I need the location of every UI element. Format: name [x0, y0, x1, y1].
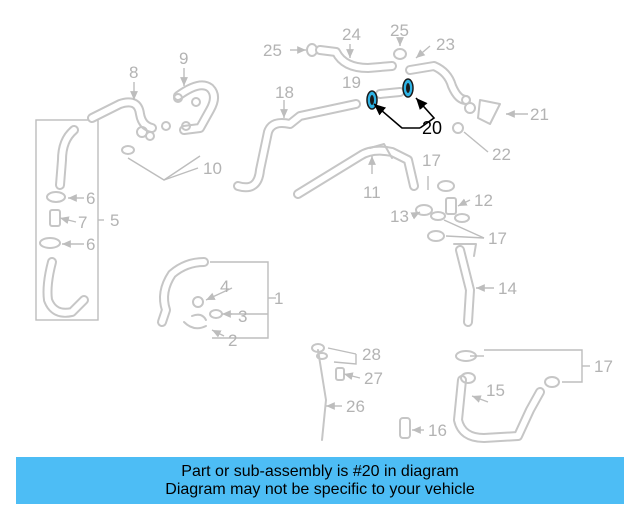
- hose-8: [87, 97, 157, 155]
- callout-27: 27: [364, 369, 383, 388]
- callout-21: 21: [530, 105, 549, 124]
- callout-26: 26: [346, 397, 365, 416]
- sensor-16: [399, 417, 411, 439]
- callout-22: 22: [492, 145, 511, 164]
- callout-9: 9: [179, 49, 188, 68]
- callout-7: 7: [78, 213, 87, 232]
- callout-8: 8: [129, 63, 138, 82]
- callout-23: 23: [436, 35, 455, 54]
- callout-4: 4: [220, 277, 229, 296]
- callout-17c: 17: [594, 357, 613, 376]
- callout-20-leader: [373, 97, 436, 129]
- callout-24: 24: [342, 25, 361, 44]
- callout-11: 11: [363, 183, 381, 202]
- callout-18: 18: [275, 83, 294, 102]
- callout-25b: 25: [390, 21, 409, 40]
- hose-group-1: [157, 257, 223, 330]
- parts-diagram: 1 2 3 4 5 6 7 6 8 9 10 18 25 24 25 23 19…: [35, 21, 613, 443]
- callout-6b: 6: [86, 235, 95, 254]
- line-26: [311, 343, 345, 441]
- hose-19: [375, 87, 405, 99]
- banner-line-2: Diagram may not be specific to your vehi…: [165, 480, 475, 498]
- callout-10: 10: [203, 159, 222, 178]
- banner-line-1: Part or sub-assembly is #20 in diagram: [181, 462, 459, 480]
- hose-15: [453, 350, 560, 443]
- callout-25a: 25: [263, 41, 282, 60]
- callout-20: 20: [422, 118, 442, 138]
- hose-23-24: [306, 43, 501, 134]
- callout-14: 14: [498, 279, 517, 298]
- callout-19: 19: [342, 73, 361, 92]
- callout-17a: 17: [422, 151, 441, 170]
- callout-5: 5: [110, 211, 119, 230]
- pipe-11: [293, 143, 419, 199]
- callout-15: 15: [486, 381, 505, 400]
- hose-14: [453, 243, 477, 327]
- clamps-12-13-17: [415, 180, 470, 242]
- callout-2: 2: [228, 331, 237, 350]
- clamp-20-right[interactable]: [402, 78, 414, 98]
- callout-28: 28: [362, 345, 381, 364]
- callout-12: 12: [474, 191, 493, 210]
- callout-17b: 17: [488, 229, 507, 248]
- callout-13: 13: [390, 207, 409, 226]
- callout-leaders: [59, 37, 590, 434]
- callout-1: 1: [274, 289, 283, 308]
- info-banner: Part or sub-assembly is #20 in diagram D…: [16, 457, 624, 504]
- callout-3: 3: [238, 307, 247, 326]
- hose-18: [233, 99, 361, 193]
- callout-16: 16: [428, 421, 447, 440]
- callout-6a: 6: [86, 189, 95, 208]
- hose-9: [145, 80, 219, 141]
